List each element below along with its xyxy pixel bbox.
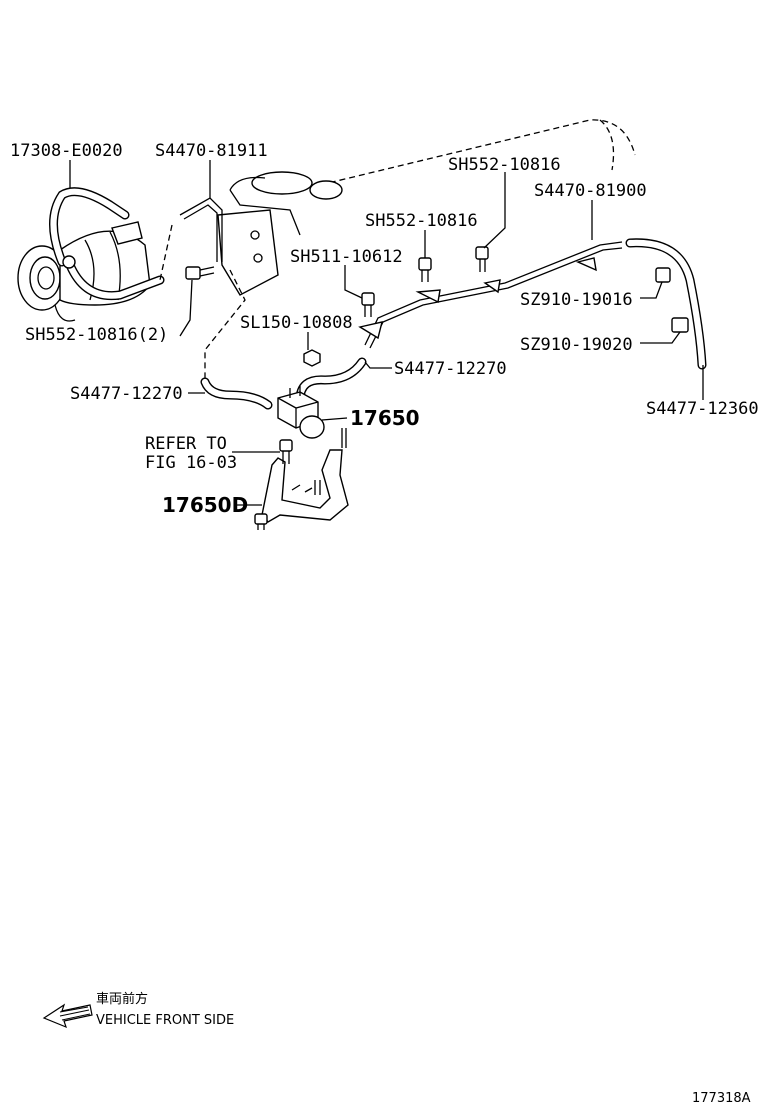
pipe-bracket-81911 — [179, 197, 279, 296]
label-fig-16-03: FIG 16-03 — [145, 453, 237, 473]
hose-12360 — [625, 238, 707, 370]
label-sh552-10816-2: SH552-10816(2) — [25, 325, 168, 345]
leader-lines — [69, 160, 704, 506]
label-sl150-10808: SL150-10808 — [240, 313, 353, 333]
label-sh552-10816-top: SH552-10816 — [448, 155, 561, 175]
bolt-sh552-top — [475, 246, 489, 272]
label-17650d: 17650D — [162, 493, 248, 517]
dashed-connection-mid — [204, 269, 246, 380]
figure-id: 177318A — [692, 1091, 751, 1106]
intake-duct-outline — [229, 119, 636, 236]
legend-japanese: 車両前方 — [96, 991, 148, 1007]
label-sh511-10612: SH511-10612 — [290, 247, 403, 267]
vacuum-pipe-81900 — [358, 241, 623, 349]
bolt-sh552-left — [185, 266, 215, 280]
nut-sl150 — [303, 349, 321, 367]
bolt-sh511 — [361, 292, 375, 317]
vehicle-front-arrow-icon — [42, 1003, 93, 1029]
bolt-bracket-small — [314, 480, 321, 495]
turbocharger — [17, 221, 151, 322]
label-s4477-12270-left: S4477-12270 — [70, 384, 183, 404]
legend-english: VEHICLE FRONT SIDE — [96, 1013, 234, 1028]
label-sh552-10816-mid: SH552-10816 — [365, 211, 478, 231]
label-s4470-81900: S4470-81900 — [534, 181, 647, 201]
bolt-sh552-mid — [418, 257, 432, 282]
hose-12270-right — [295, 357, 367, 405]
hose-12270-left — [200, 377, 273, 410]
turbo-vacuum-hose — [49, 187, 165, 301]
clip-sz910-19020 — [671, 317, 689, 333]
bolt-refer-fig — [279, 439, 293, 464]
label-refer-to: REFER TO — [145, 434, 227, 454]
clip-sz910-19016 — [655, 267, 671, 283]
vacuum-switching-valve-17650 — [277, 386, 325, 439]
label-sz910-19020: SZ910-19020 — [520, 335, 633, 355]
label-s4477-12360: S4477-12360 — [646, 399, 759, 419]
label-17308-e0020: 17308-E0020 — [10, 141, 123, 161]
vsv-bracket-17650d — [254, 428, 349, 530]
label-sz910-19016: SZ910-19016 — [520, 290, 633, 310]
dashed-connection-left — [159, 224, 173, 281]
label-s4470-81911: S4470-81911 — [155, 141, 268, 161]
label-s4477-12270-right: S4477-12270 — [394, 359, 507, 379]
label-17650: 17650 — [350, 406, 420, 430]
